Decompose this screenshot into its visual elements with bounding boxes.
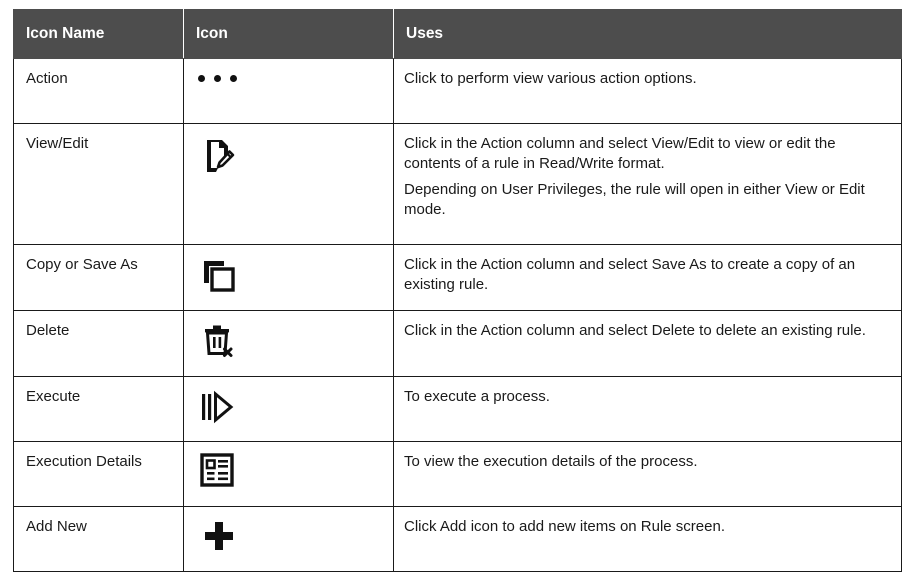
column-header-icon-name: Icon Name	[13, 9, 184, 59]
row-label-action: Action	[13, 58, 184, 124]
row-icon-delete	[183, 310, 394, 377]
row-icon-add-new	[183, 506, 394, 572]
row-label-copy-save-as: Copy or Save As	[13, 244, 184, 311]
execution-details-list-icon	[196, 452, 256, 496]
uses-line: To execute a process.	[404, 388, 550, 405]
uses-line: Click in the Action column and select Sa…	[404, 256, 856, 293]
icon-legend-page: Icon Name Icon Uses Action Click to perf…	[13, 9, 902, 572]
uses-line: Click in the Action column and select Vi…	[404, 135, 836, 172]
table-body: Action Click to perform view various act…	[13, 58, 902, 572]
document-edit-icon	[196, 134, 256, 178]
row-icon-copy-save-as	[183, 244, 394, 311]
row-label-delete: Delete	[13, 310, 184, 377]
uses-line: Click to perform view various action opt…	[404, 70, 697, 87]
uses-line: To view the execution details of the pro…	[404, 453, 698, 470]
row-label-execution-details: Execution Details	[13, 441, 184, 507]
plus-add-icon	[196, 517, 256, 561]
column-header-icon: Icon	[183, 9, 394, 59]
table-row: Copy or Save As Click in the Action colu…	[13, 244, 902, 311]
row-uses-add-new: Click Add icon to add new items on Rule …	[393, 506, 902, 572]
copy-icon	[196, 255, 256, 299]
trash-delete-icon	[196, 321, 256, 365]
row-icon-execute	[183, 376, 394, 442]
table-row: Execute To execute a process.	[13, 376, 902, 442]
table-row: Action Click to perform view various act…	[13, 58, 902, 124]
row-label-view-edit: View/Edit	[13, 123, 184, 245]
row-icon-execution-details	[183, 441, 394, 507]
icon-reference-table: Icon Name Icon Uses Action Click to perf…	[13, 9, 902, 572]
table-header: Icon Name Icon Uses	[13, 9, 902, 59]
row-uses-execute: To execute a process.	[393, 376, 902, 442]
row-uses-copy-save-as: Click in the Action column and select Sa…	[393, 244, 902, 311]
row-icon-view-edit	[183, 123, 394, 245]
row-uses-view-edit: Click in the Action column and select Vi…	[393, 123, 902, 245]
row-label-add-new: Add New	[13, 506, 184, 572]
uses-line: Depending on User Privileges, the rule w…	[404, 181, 865, 218]
uses-line: Click Add icon to add new items on Rule …	[404, 518, 725, 535]
table-row: View/Edit Click in the Action column and…	[13, 123, 902, 245]
uses-line: Click in the Action column and select De…	[404, 322, 866, 339]
row-label-execute: Execute	[13, 376, 184, 442]
row-uses-execution-details: To view the execution details of the pro…	[393, 441, 902, 507]
execute-play-icon	[196, 387, 256, 431]
table-row: Delete Click in the Actio	[13, 310, 902, 377]
row-icon-action	[183, 58, 394, 124]
table-row: Add New Click Add icon to add new items …	[13, 506, 902, 572]
column-header-uses: Uses	[393, 9, 902, 59]
three-dots-icon	[196, 69, 256, 113]
row-uses-action: Click to perform view various action opt…	[393, 58, 902, 124]
table-row: Execution Details	[13, 441, 902, 507]
header-row: Icon Name Icon Uses	[13, 9, 902, 59]
row-uses-delete: Click in the Action column and select De…	[393, 310, 902, 377]
